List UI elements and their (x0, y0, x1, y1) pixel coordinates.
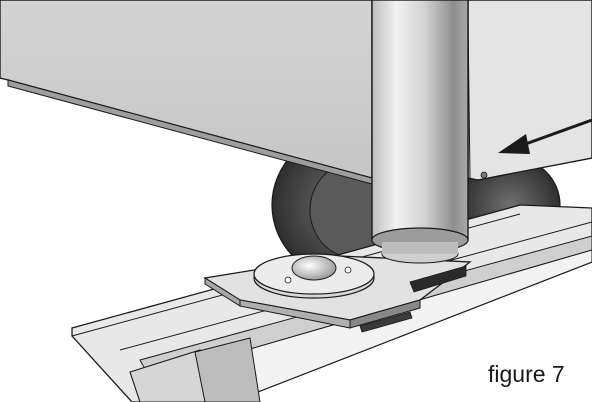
cabinet-panel (0, 0, 373, 185)
direction-arrow (498, 118, 592, 154)
figure-caption: figure 7 (488, 361, 565, 387)
vertical-post (371, 0, 469, 264)
right-panel (467, 0, 592, 181)
leveling-disc (253, 253, 375, 299)
